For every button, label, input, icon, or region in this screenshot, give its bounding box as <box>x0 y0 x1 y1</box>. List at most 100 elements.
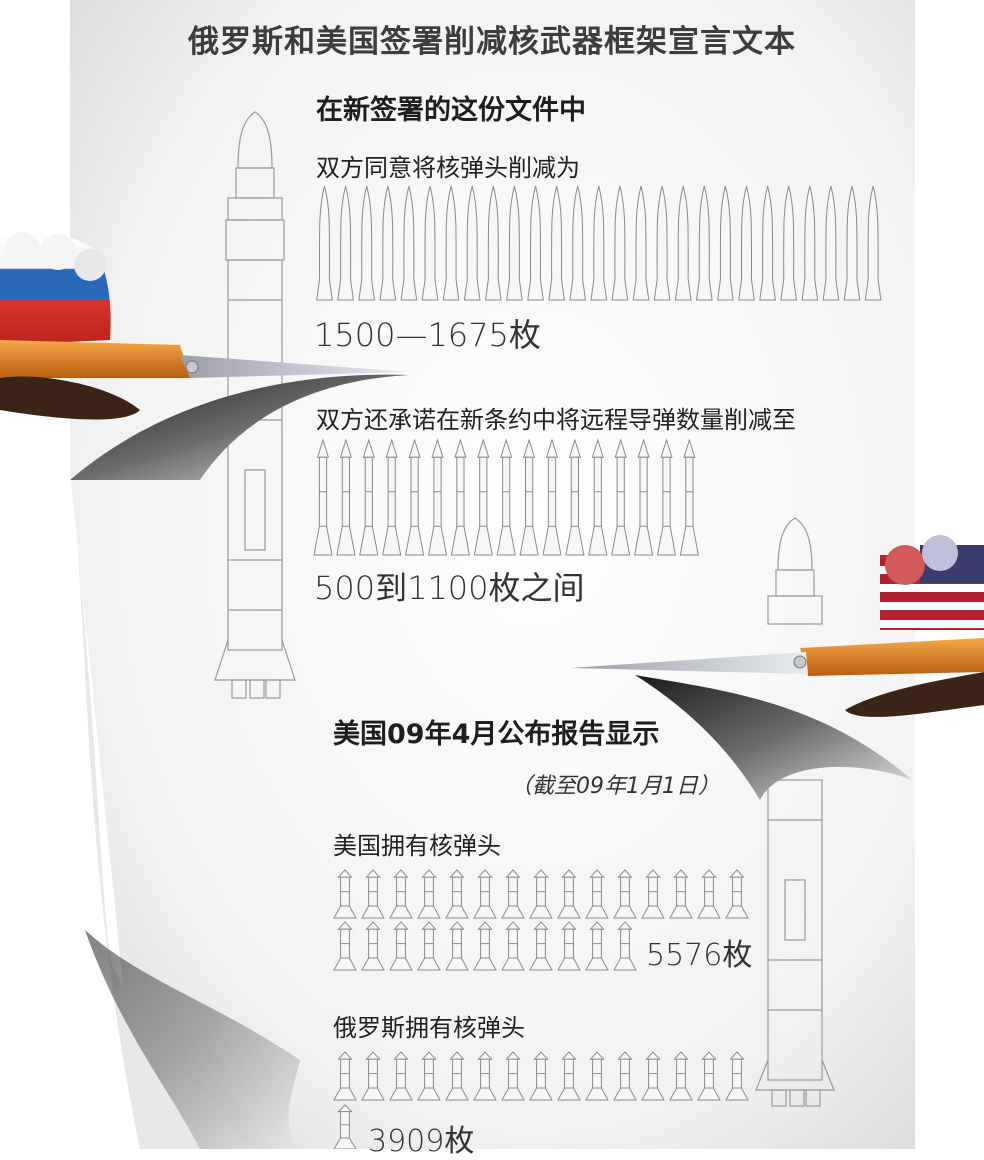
page-title: 俄罗斯和美国签署削减核武器框架宣言文本 <box>188 24 796 60</box>
missile-icon <box>361 921 385 971</box>
missile-icon <box>585 869 609 919</box>
missile-icon <box>557 1051 581 1101</box>
missiles-value: 500到1100枚之间 <box>314 569 585 607</box>
warhead-icon <box>801 185 819 301</box>
usa-hand-scissors <box>570 535 984 717</box>
missile-icon <box>519 438 539 556</box>
warhead-icon <box>590 185 608 301</box>
missile-icon <box>697 869 721 919</box>
warhead-icon <box>442 185 460 301</box>
missile-icon <box>611 438 631 556</box>
missile-icon <box>333 1051 357 1101</box>
missile-icon <box>669 869 693 919</box>
warhead-icon <box>611 185 629 301</box>
missile-icon <box>542 438 562 556</box>
warhead-icon <box>527 185 544 301</box>
missile-icon <box>557 921 581 971</box>
missile-icon <box>404 438 425 556</box>
missiles-label: 双方还承诺在新条约中将远程导弹数量削减至 <box>316 406 796 434</box>
missile-icon <box>633 438 654 556</box>
missile-icon <box>565 438 585 556</box>
warheads-label: 双方同意将核弹头削减为 <box>316 154 580 182</box>
report-date-note: （截至09年1月1日） <box>510 774 720 799</box>
missile-icon <box>725 869 749 919</box>
warhead-icon <box>337 185 354 301</box>
missile-icon <box>450 438 471 556</box>
warhead-icon <box>569 185 587 301</box>
missile-icon <box>679 438 700 556</box>
warhead-icons-russia <box>333 1051 749 1149</box>
section-heading-report: 美国09年4月公布报告显示 <box>333 719 660 750</box>
warhead-icon <box>695 185 713 301</box>
warhead-icon <box>738 185 755 301</box>
missile-icon <box>473 869 497 919</box>
warhead-icon <box>632 185 650 301</box>
missile-icon <box>641 869 665 919</box>
missile-icon <box>496 438 516 556</box>
rocket-right <box>755 517 835 1107</box>
missile-icon <box>529 869 553 919</box>
missile-icon <box>669 1051 693 1101</box>
missile-icon <box>389 921 413 971</box>
missile-icon <box>417 869 441 919</box>
us-warheads-value: 5576枚 <box>646 938 753 973</box>
missile-icon <box>613 921 637 971</box>
missile-icon <box>389 869 413 919</box>
warhead-icon <box>379 185 397 301</box>
missile-icon <box>333 1104 357 1149</box>
missile-icon <box>473 1051 497 1101</box>
missile-icon <box>359 438 379 556</box>
missile-icon <box>641 1051 665 1101</box>
missile-icon <box>427 438 448 556</box>
missile-icon <box>613 869 637 919</box>
missile-icon <box>725 1051 749 1101</box>
warhead-icon <box>548 185 565 301</box>
missile-icon <box>361 869 385 919</box>
us-warheads-label: 美国拥有核弹头 <box>333 832 501 860</box>
missile-icon <box>361 1051 385 1101</box>
warhead-icon <box>506 185 523 301</box>
warhead-icon <box>358 185 376 301</box>
warhead-icons-us <box>333 869 749 971</box>
missile-icon <box>417 921 441 971</box>
missile-icon <box>417 1051 441 1101</box>
warhead-icon <box>653 185 671 301</box>
missile-icon <box>473 921 497 971</box>
warhead-icon <box>843 185 861 301</box>
missile-icon <box>445 921 469 971</box>
missile-icon <box>313 438 333 556</box>
warhead-icon <box>400 185 418 301</box>
warhead-icon <box>822 185 840 301</box>
warhead-icon <box>674 185 692 301</box>
missile-icon <box>613 1051 637 1101</box>
missile-icon <box>336 438 356 556</box>
missile-icon <box>389 1051 413 1101</box>
warhead-icon <box>316 185 333 301</box>
section-heading-treaty: 在新签署的这份文件中 <box>316 95 586 126</box>
warheads-value: 1500—1675枚 <box>314 316 541 354</box>
missile-icon <box>445 869 469 919</box>
missile-icon <box>656 438 677 556</box>
missile-icon <box>382 438 402 556</box>
missile-icon <box>333 921 357 971</box>
missile-icon <box>697 1051 721 1101</box>
warhead-icon <box>717 185 734 301</box>
warhead-icon <box>780 185 798 301</box>
russia-warheads-label: 俄罗斯拥有核弹头 <box>333 1014 525 1042</box>
missile-icon <box>529 1051 553 1101</box>
russia-hand-scissors <box>0 230 410 420</box>
warhead-icons-treaty <box>316 185 882 301</box>
missile-icon <box>501 921 525 971</box>
missile-icons-treaty <box>313 438 700 556</box>
russia-warheads-value: 3909枚 <box>368 1124 475 1159</box>
missile-icon <box>333 869 357 919</box>
warhead-icon <box>463 185 481 301</box>
warhead-icon <box>421 185 439 301</box>
warhead-icon <box>864 185 882 301</box>
warhead-icon <box>484 185 502 301</box>
warhead-icon <box>759 185 776 301</box>
missile-icon <box>529 921 553 971</box>
missile-icon <box>501 1051 525 1101</box>
missile-icon <box>588 438 608 556</box>
